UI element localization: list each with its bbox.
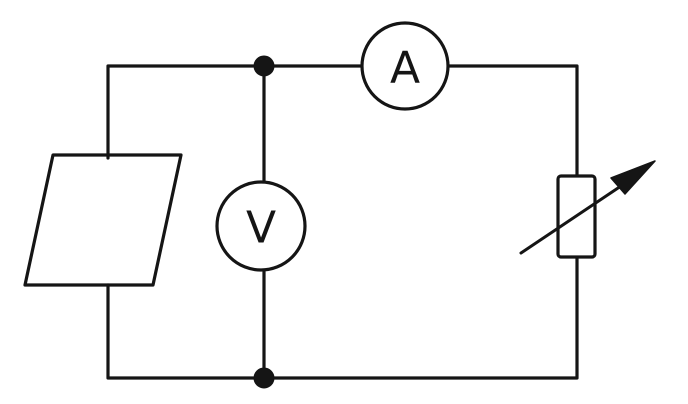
- junction-node-top: [253, 55, 275, 77]
- solar-panel-symbol: [23, 153, 183, 287]
- ammeter-label: A: [390, 43, 420, 94]
- ammeter-circle: [360, 21, 450, 111]
- voltmeter-label: V: [246, 203, 276, 254]
- wire-top-right: [447, 64, 579, 178]
- junction-node-bottom: [253, 367, 275, 389]
- wire-left-top: [106, 64, 364, 160]
- arrow-head-icon: [610, 160, 656, 195]
- ammeter: A: [360, 21, 450, 111]
- voltmeter-circle: [215, 180, 307, 272]
- voltmeter: V: [215, 180, 307, 272]
- variable-resistor: [519, 160, 656, 259]
- variable-arrow-line: [519, 182, 626, 255]
- wire-right-bottom: [106, 255, 579, 380]
